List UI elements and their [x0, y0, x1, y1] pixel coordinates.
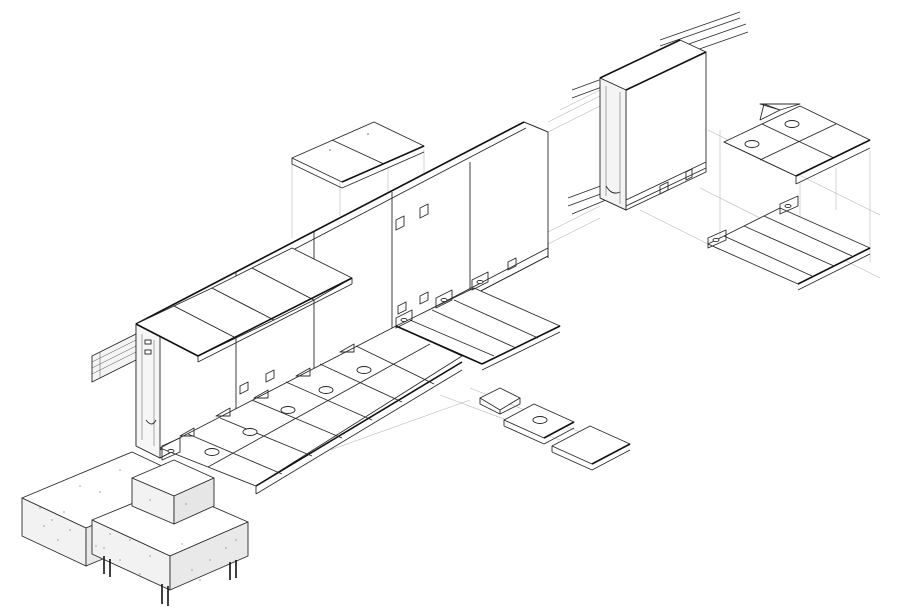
lid-panels — [135, 247, 353, 363]
support-brackets — [395, 271, 561, 371]
floor-module-detached — [707, 103, 871, 291]
concrete-footing — [21, 451, 249, 606]
lid-detached-top — [291, 121, 425, 189]
loose-panels — [479, 387, 631, 471]
wall-clips — [239, 203, 517, 395]
floor-grating-panels — [159, 325, 463, 495]
box-girder-end-section — [599, 39, 707, 211]
box-girder-main — [135, 121, 549, 459]
left-rod-stub — [91, 333, 137, 383]
